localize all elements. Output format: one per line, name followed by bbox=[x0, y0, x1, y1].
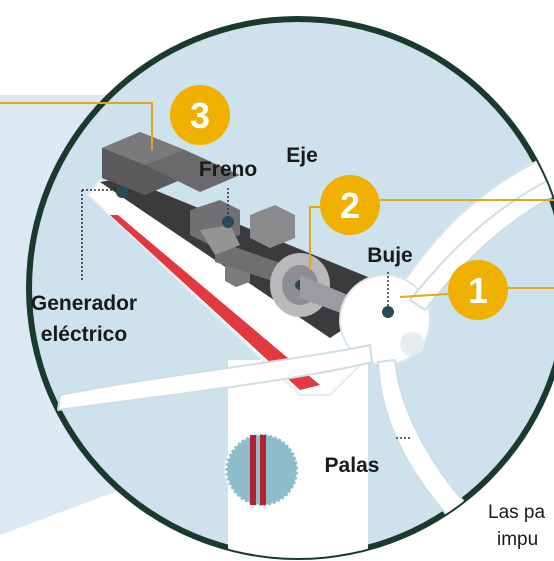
footer-mask bbox=[480, 490, 554, 561]
footer-line-1: Las pa bbox=[488, 502, 545, 523]
badge-1: 1 bbox=[448, 260, 508, 320]
badge2-to-eje bbox=[309, 206, 320, 270]
badge-3: 3 bbox=[170, 85, 230, 145]
generator-block-2 bbox=[145, 150, 240, 192]
generator-top bbox=[102, 132, 185, 165]
badge-2: 2 bbox=[320, 175, 380, 235]
freno-dot bbox=[222, 216, 234, 228]
svg-text:1: 1 bbox=[468, 270, 488, 311]
label-palas: Palas bbox=[325, 454, 380, 477]
badge3-leader bbox=[0, 102, 153, 150]
badge1-to-buje bbox=[399, 293, 449, 298]
svg-text:3: 3 bbox=[190, 95, 210, 136]
footer-line-2: impu bbox=[497, 529, 538, 550]
hub-nose bbox=[400, 332, 424, 356]
turbine-blade-left bbox=[56, 343, 374, 412]
label-generador-1: Generador bbox=[31, 292, 137, 315]
tower-section-stripe-1 bbox=[250, 435, 256, 505]
tower-section-stripe-2 bbox=[260, 435, 266, 505]
label-freno: Freno bbox=[199, 158, 257, 181]
svg-text:2: 2 bbox=[340, 185, 360, 226]
nacelle-stripe bbox=[110, 215, 320, 390]
generador-dot bbox=[116, 186, 128, 198]
label-buje: Buje bbox=[367, 244, 413, 267]
machine-box-2 bbox=[250, 205, 295, 248]
buje-dot bbox=[382, 306, 394, 318]
machine-gear bbox=[200, 225, 240, 255]
label-generador-2: eléctrico bbox=[41, 323, 127, 346]
label-eje: Eje bbox=[286, 144, 318, 167]
